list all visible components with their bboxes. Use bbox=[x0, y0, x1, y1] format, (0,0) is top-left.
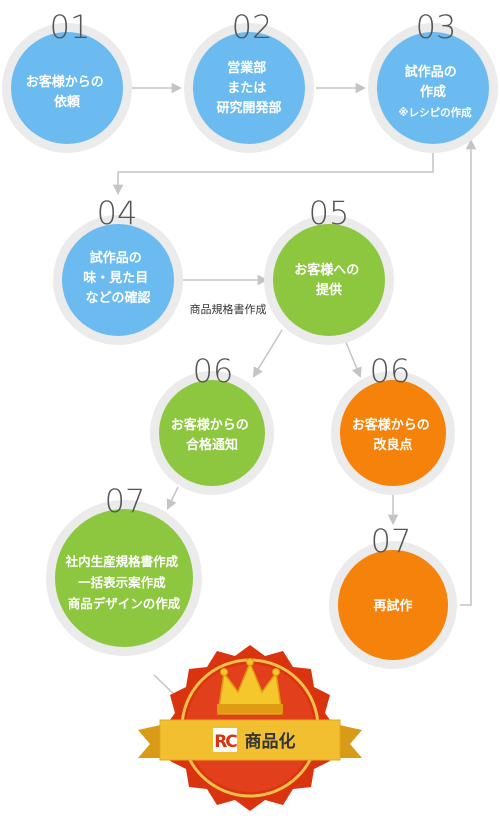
arrow-07b-03 bbox=[460, 138, 477, 606]
step-06-accept-line-1: お客様からの bbox=[171, 417, 249, 433]
step-06-improve-line-2: 改良点 bbox=[373, 437, 412, 453]
step-04-number: 04 bbox=[97, 194, 138, 232]
step-06-accept-number: 06 bbox=[193, 352, 234, 390]
step-07-retry: 07 再試作 bbox=[329, 522, 457, 669]
step-06-accept: 06 お客様からの 合格通知 bbox=[150, 352, 274, 495]
step-01-line-2: 依頼 bbox=[54, 94, 81, 110]
rc-logo-icon bbox=[213, 728, 237, 752]
step-06-improve: 06 お客様からの 改良点 bbox=[331, 352, 455, 495]
step-03-line-1: 試作品の bbox=[405, 64, 457, 80]
arrow-03-04 bbox=[112, 144, 434, 196]
step-06-improve-line-1: お客様からの bbox=[352, 417, 430, 433]
step-01-number: 01 bbox=[50, 8, 91, 46]
svg-text:社内生産規格書作成 一括表示案作成: 社内生産規格書作成 一括表示案作成 商品デザインの作成 bbox=[65, 554, 183, 611]
step-07-production: 07 社内生産規格書作成 一括表示案作成 商品デザインの作成 bbox=[46, 482, 202, 656]
arrows bbox=[112, 82, 477, 702]
svg-text:お客様からの 合格通知: お客様からの 合格通知 bbox=[171, 417, 254, 453]
edge-label-spec: 商品規格書作成 bbox=[190, 302, 267, 316]
arrow-06a-07a bbox=[166, 486, 179, 510]
svg-text:試作品の 作成: 試作品の 作成 bbox=[405, 64, 462, 100]
step-07-production-number: 07 bbox=[105, 482, 146, 520]
rc-logo-letters: RC bbox=[214, 732, 237, 752]
arrow-05-06a bbox=[252, 329, 283, 378]
step-01-line-1: お客様からの bbox=[26, 74, 104, 90]
step-07-production-line-2: 一括表示案作成 bbox=[78, 575, 166, 590]
step-02-line-3: 研究開発部 bbox=[216, 100, 281, 116]
step-07-production-line-1: 社内生産規格書作成 bbox=[65, 554, 179, 569]
ribbon bbox=[159, 719, 341, 761]
svg-text:試作品の 味・見た目 などの確認: 試作品の 味・見た目 などの確認 bbox=[83, 250, 153, 306]
step-02-number: 02 bbox=[232, 8, 273, 46]
step-03-number: 03 bbox=[416, 8, 457, 46]
product-badge: RC 商品化 bbox=[138, 645, 362, 811]
step-06-improve-number: 06 bbox=[370, 352, 411, 390]
step-07-retry-line-1: 再試作 bbox=[373, 598, 412, 614]
step-05-number: 05 bbox=[309, 194, 350, 232]
step-05-line-1: お客様への bbox=[294, 262, 359, 278]
svg-text:お客様からの 依頼: お客様からの 依頼 bbox=[26, 74, 109, 110]
step-04-line-3: などの確認 bbox=[85, 290, 150, 306]
step-02-line-2: または bbox=[227, 81, 266, 96]
step-07-production-line-3: 商品デザインの作成 bbox=[68, 596, 181, 611]
step-02-line-1: 営業部 bbox=[227, 60, 266, 76]
badge-text: 商品化 bbox=[245, 731, 296, 752]
step-03: 03 試作品の 作成 ※レシピの作成 bbox=[368, 8, 498, 153]
step-05: 05 お客様への 提供 bbox=[264, 194, 394, 345]
step-04-line-2: 味・見た目 bbox=[83, 270, 148, 286]
arrow-05-06b bbox=[344, 339, 362, 378]
svg-text:お客様からの 改良点: お客様からの 改良点 bbox=[352, 417, 435, 453]
svg-text:お客様への 提供: お客様への 提供 bbox=[294, 262, 364, 298]
step-02: 02 営業部 または 研究開発部 bbox=[184, 8, 314, 153]
step-03-line-2: 作成 bbox=[420, 84, 446, 100]
step-03-note: ※レシピの作成 bbox=[398, 106, 472, 119]
svg-text:営業部 または 研究開発部: 営業部 または 研究開発部 bbox=[216, 60, 281, 116]
step-05-line-2: 提供 bbox=[316, 282, 342, 298]
step-07-retry-number: 07 bbox=[371, 522, 412, 560]
step-04-line-1: 試作品の bbox=[90, 250, 142, 266]
step-04: 04 試作品の 味・見た目 などの確認 bbox=[53, 194, 183, 345]
step-01: 01 お客様からの 依頼 bbox=[2, 8, 132, 153]
step-06-accept-line-2: 合格通知 bbox=[186, 437, 238, 453]
